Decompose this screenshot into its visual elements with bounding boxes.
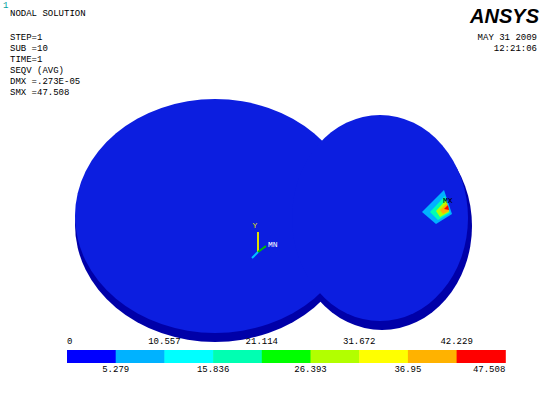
color-band: [359, 350, 408, 363]
color-band: [67, 350, 116, 363]
text-holder: 0: [67, 337, 72, 348]
annotation-text: 12:21:06: [494, 44, 537, 55]
annotation-text: MAY 31 2009: [478, 33, 537, 44]
plot-title: NODAL SOLUTION: [10, 9, 86, 20]
text-holder: SEQV (AVG): [10, 66, 64, 77]
disc-top-right: [292, 115, 468, 321]
triad-x-axis: [258, 246, 266, 252]
color-bar: [67, 350, 506, 363]
text-holder: MX: [443, 196, 453, 206]
annotation-text: MN: [268, 240, 278, 250]
text-holder: 26.393: [294, 365, 326, 376]
color-band: [457, 350, 506, 363]
color-band: [164, 350, 213, 363]
scale-value: 5.279: [102, 365, 129, 376]
color-band: [311, 350, 360, 363]
annotation-text: SMX =47.508: [10, 88, 69, 99]
color-band: [408, 350, 457, 363]
disc-top: [75, 99, 468, 333]
text-holder: STEP=1: [10, 33, 42, 44]
text-holder: 31.672: [343, 337, 375, 348]
axis-triad: [252, 232, 266, 258]
contour-band: [444, 205, 449, 210]
contour-band: [422, 190, 452, 224]
text-holder: NODAL SOLUTION: [10, 9, 86, 20]
annotation-text: 1: [3, 1, 8, 12]
annotation-text: STEP=1: [10, 33, 42, 44]
text-holder: 12:21:06: [494, 44, 537, 55]
annotation-text: SUB =10: [10, 44, 48, 55]
text-holder: Y: [253, 221, 258, 231]
scale-value: 47.508: [473, 365, 505, 376]
text-holder: SMX =47.508: [10, 88, 69, 99]
text-holder: MN: [268, 240, 278, 250]
scale-value: 42.229: [440, 337, 472, 348]
text-holder: 47.508: [473, 365, 505, 376]
color-band: [213, 350, 262, 363]
text-holder: TIME=1: [10, 55, 42, 66]
text-holder: 10.557: [148, 337, 180, 348]
annotation-text: SEQV (AVG): [10, 66, 64, 77]
annotation-text: DMX =.273E-05: [10, 77, 80, 88]
scale-value: 26.393: [294, 365, 326, 376]
color-band: [116, 350, 165, 363]
logo-text: ANSYS: [470, 4, 539, 28]
text-holder: 5.279: [102, 365, 129, 376]
stress-hotspot: [422, 190, 452, 224]
text-holder: 42.229: [440, 337, 472, 348]
scale-value: 21.114: [246, 337, 278, 348]
scale-value: 36.95: [394, 365, 421, 376]
text-holder: 1: [3, 1, 8, 12]
annotation-text: Y: [253, 221, 258, 231]
scale-value: 31.672: [343, 337, 375, 348]
annotation-text: MX: [443, 196, 453, 206]
text-holder: 36.95: [394, 365, 421, 376]
color-band: [262, 350, 311, 363]
scale-value: 0: [67, 337, 72, 348]
text-holder: 21.114: [246, 337, 278, 348]
text-holder: SUB =10: [10, 44, 48, 55]
text-holder: 15.836: [197, 365, 229, 376]
text-holder: MAY 31 2009: [478, 33, 537, 44]
triad-z-axis: [252, 252, 258, 258]
triad-y-axis: [257, 232, 259, 252]
text-holder: ANSYS: [470, 4, 539, 28]
scale-value: 10.557: [148, 337, 180, 348]
annotation-text: TIME=1: [10, 55, 42, 66]
text-holder: DMX =.273E-05: [10, 77, 80, 88]
scale-value: 15.836: [197, 365, 229, 376]
